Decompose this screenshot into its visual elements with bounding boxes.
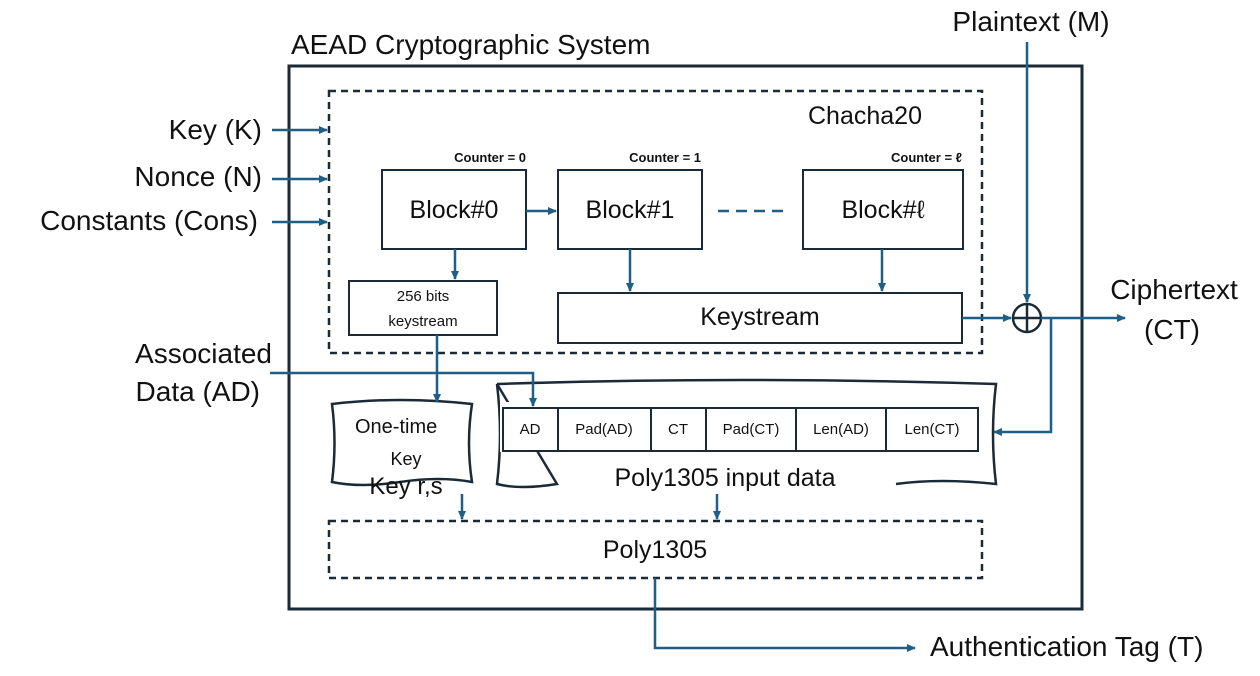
associated-data-label-line1: Associated: [135, 338, 272, 369]
blockl-counter: Counter = ℓ: [891, 150, 962, 165]
system-title: AEAD Cryptographic System: [291, 29, 651, 60]
ct-feedback-arrow: [993, 318, 1053, 436]
keystream256-line2: keystream: [388, 313, 458, 330]
constants-input-label: Constants (Cons): [40, 205, 258, 236]
keystream-label: Keystream: [700, 303, 820, 331]
cell-box-pad-ct: [705, 407, 797, 452]
poly-input-title: Poly1305 input data: [614, 464, 836, 492]
ciphertext-label-line2: (CT): [1144, 314, 1200, 345]
keystream-box: [557, 292, 963, 344]
cell-ct: CT: [668, 421, 688, 438]
aead-system-box: [287, 64, 1084, 611]
block1-label: Block#1: [585, 196, 675, 224]
cell-pad-ad: Pad(AD): [575, 421, 633, 438]
cell-box-len-ad: [795, 407, 887, 452]
cell-len-ad: Len(AD): [813, 421, 869, 438]
keystream256-line1: 256 bits: [396, 288, 450, 305]
onetime-key-line3: Key r,s: [369, 473, 443, 500]
tag-arrow: [653, 578, 916, 652]
block1-counter: Counter = 1: [629, 150, 701, 165]
chacha20-box: [327, 89, 984, 355]
plaintext-label: Plaintext (M): [952, 6, 1110, 37]
onetime-key-scroll: [330, 398, 474, 487]
cell-ad: AD: [519, 421, 541, 438]
cell-len-ct: Len(CT): [904, 421, 960, 438]
associated-data-label-line2: Data (AD): [135, 376, 260, 407]
ad-arrow: [270, 371, 537, 407]
chacha20-title: Chacha20: [808, 102, 922, 130]
block0-counter: Counter = 0: [454, 150, 526, 165]
keystream-256-box: [348, 280, 498, 336]
poly1305-label: Poly1305: [602, 536, 708, 564]
cell-pad-ct: Pad(CT): [722, 421, 780, 438]
block-0-box: [381, 169, 527, 250]
block0-label: Block#0: [409, 196, 499, 224]
onetime-key-line1: One-time: [355, 416, 438, 438]
key-input-label: Key (K): [168, 114, 262, 145]
onetime-key-line2: Key: [390, 449, 422, 469]
cell-box-len-ct: [885, 407, 979, 452]
block-l-box: [802, 169, 964, 250]
blockl-label: Block#ℓ: [841, 196, 925, 224]
ciphertext-label-line1: Ciphertext: [1110, 274, 1238, 305]
xor-symbol: [1011, 302, 1043, 334]
cell-box-ct: [650, 407, 707, 452]
auth-tag-label: Authentication Tag (T): [930, 631, 1204, 662]
nonce-input-label: Nonce (N): [134, 161, 262, 192]
